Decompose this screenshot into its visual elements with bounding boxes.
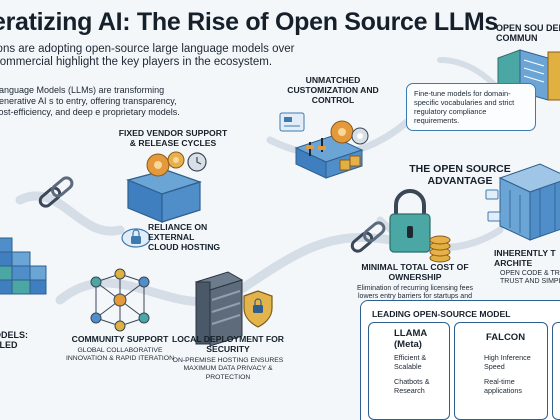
cloud-lock-icon [121,228,151,248]
page-title: eratizing AI: The Rise of Open Source LL… [0,8,498,36]
page-subtitle: ions are adopting open-source large lang… [0,43,295,68]
open-source-community-heading: OPEN SOU DEMOC COMMUN [496,23,560,43]
chain-link-icon-left [38,176,74,208]
community-network-icon [90,268,150,332]
local-deployment-heading: LOCAL DEPLOYMENT FOR SECURITY [171,334,285,354]
building-blocks-icon [0,237,47,295]
community-support-heading: COMMUNITY SUPPORT [71,334,169,344]
leading-models-heading: LEADING OPEN-SOURCE MODEL [372,309,511,319]
community-support-desc: GLOBAL COLLABORATIVE INNOVATION & RAPID … [65,347,174,363]
architecture-cube-icon [485,163,560,241]
left-models-heading: ODELS: LLED [0,330,29,350]
falcon-name: FALCON [486,332,526,343]
secure-architecture-heading: INHERENTLY T ARCHITE [494,248,556,268]
model-card-partial [552,322,560,420]
vendor-support-heading: FIXED VENDOR SUPPORT & RELEASE CYCLES [118,128,228,148]
chain-link-icon-center [350,221,386,253]
model-card-llama [368,322,450,420]
vendor-box-icon [126,151,207,223]
customization-heading: UNMATCHED CUSTOMIZATION AND CONTROL [287,75,379,105]
llama-name: LLAMA (Meta) [394,328,427,350]
server-shield-icon [194,271,273,347]
cloud-hosting-heading: RELIANCE ON EXTERNAL CLOUD HOSTING [148,222,221,252]
secure-architecture-desc: OPEN CODE & TRA TRUST AND SIMPLI [500,270,560,286]
padlock-coins-icon [389,189,451,263]
control-panel-icon [279,112,369,179]
cost-ownership-heading: MINIMAL TOTAL COST OF OWNERSHIP [361,262,469,282]
customization-callout: Fine-tune models for domain-specific voc… [406,83,536,131]
falcon-feature-2: Real-time applications [484,377,522,395]
falcon-feature-1: High Inference Speed [484,353,531,371]
open-source-advantage-heading: THE OPEN SOURCE ADVANTAGE [409,163,511,187]
intro-paragraph: Language Models (LLMs) are transforming … [0,85,180,117]
model-card-falcon [454,322,548,420]
llama-feature-1: Efficient & Scalable [394,353,427,371]
local-deployment-desc: ON-PREMISE HOSTING ENSURES MAXIMUM DATA … [172,357,284,381]
llama-feature-2: Chatbots & Research [394,377,430,395]
